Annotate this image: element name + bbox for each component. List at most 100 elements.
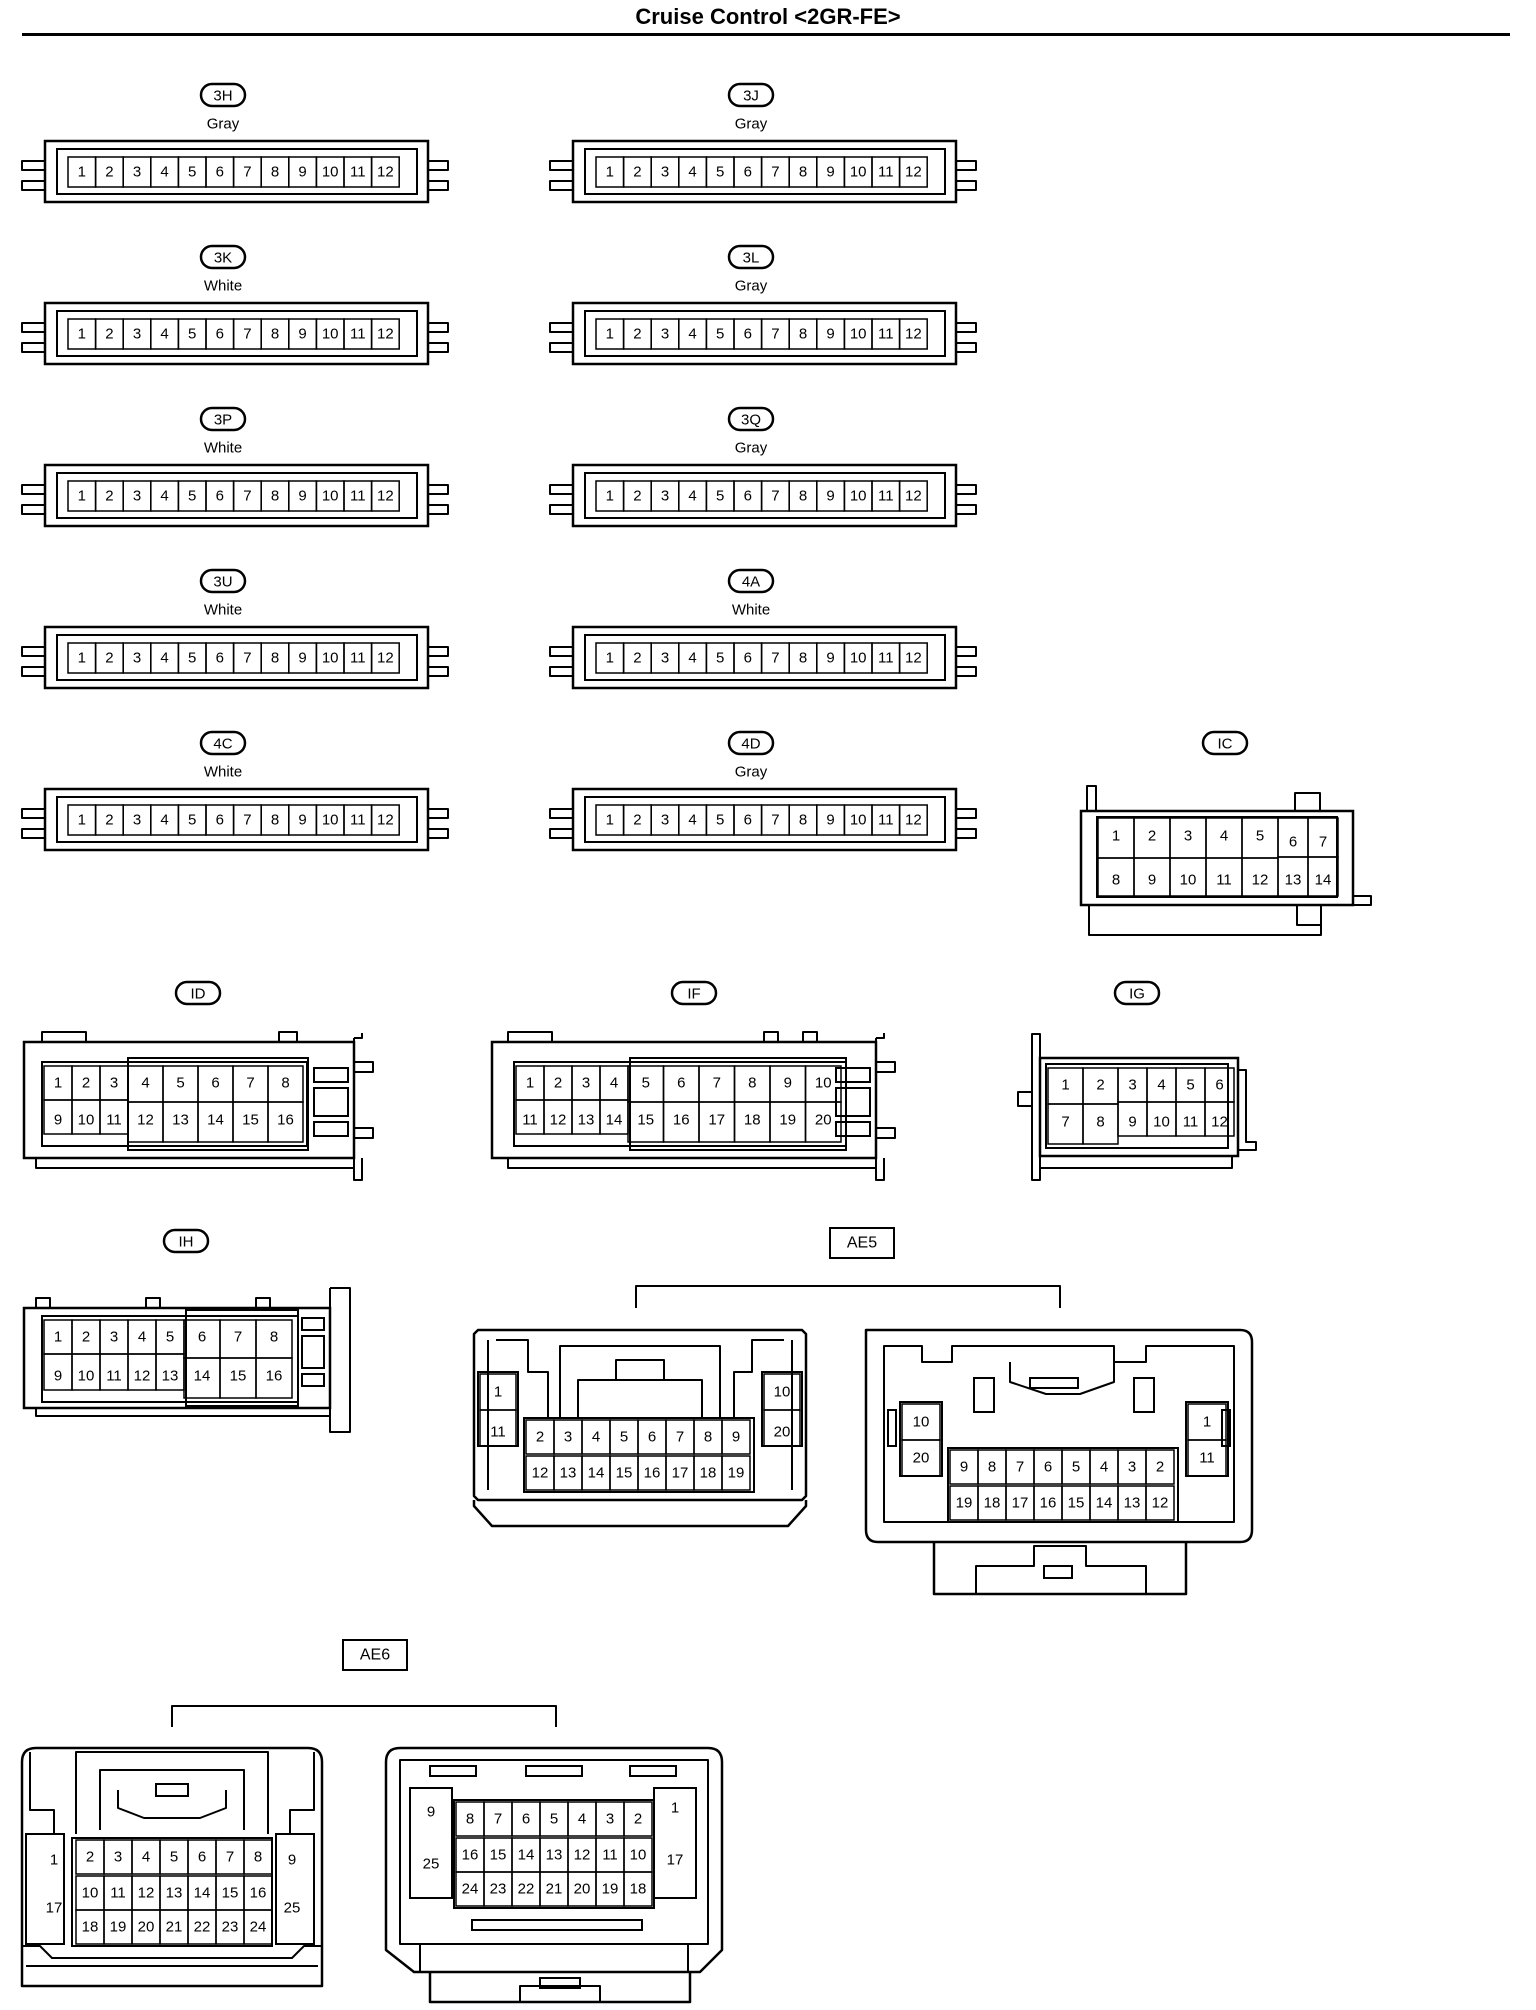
pin-number: 4 xyxy=(160,326,168,343)
pin-number: 14 xyxy=(194,1885,211,1902)
pin-number: 2 xyxy=(105,488,113,505)
outline xyxy=(956,160,977,171)
pin-number: 7 xyxy=(234,1329,242,1346)
pin-cell xyxy=(623,1801,653,1837)
connector-inner-block xyxy=(127,1057,309,1151)
pin-number: 3 xyxy=(133,812,141,829)
pin-number: 14 xyxy=(1096,1495,1113,1512)
pin-number: 2 xyxy=(82,1075,90,1092)
pin-number: 25 xyxy=(423,1856,440,1873)
pin-number: 2 xyxy=(105,326,113,343)
outline xyxy=(428,666,449,677)
connector-id: ID xyxy=(191,986,206,1003)
pin-number: 12 xyxy=(377,812,394,829)
outline xyxy=(353,1127,374,1181)
connector-cavity xyxy=(56,796,418,843)
pin-number: 1 xyxy=(494,1384,502,1401)
connector-id: 3U xyxy=(213,574,232,591)
pin-number: 18 xyxy=(744,1112,761,1129)
pin-number: 8 xyxy=(254,1849,262,1866)
outline xyxy=(21,828,45,839)
pin-number: 1 xyxy=(1061,1077,1069,1094)
pin-number: 6 xyxy=(744,326,752,343)
pin-number: 13 xyxy=(1285,872,1302,889)
outline xyxy=(428,828,449,839)
pin-number: 5 xyxy=(1186,1077,1194,1094)
outline xyxy=(1237,1058,1257,1151)
connector-housing xyxy=(43,787,430,852)
pin-number: 20 xyxy=(774,1424,791,1441)
pin-number: 9 xyxy=(298,164,306,181)
connector-id: 4C xyxy=(213,736,232,753)
connector-id: 4A xyxy=(742,574,760,591)
pin-cell xyxy=(898,318,928,350)
pin-number: 13 xyxy=(1124,1495,1141,1512)
pair-bracket xyxy=(635,1285,1061,1308)
pin-number: 6 xyxy=(216,812,224,829)
pin-number: 7 xyxy=(243,650,251,667)
pin-number: 15 xyxy=(242,1112,259,1129)
outline xyxy=(35,1297,51,1308)
outline xyxy=(21,160,45,171)
connector-id-badge xyxy=(1201,730,1249,756)
pin-number: 8 xyxy=(466,1811,474,1828)
pin-number: 2 xyxy=(82,1329,90,1346)
pin-number: 9 xyxy=(298,812,306,829)
pin-number: 6 xyxy=(211,1075,219,1092)
pin-number: 10 xyxy=(322,488,339,505)
outline xyxy=(428,180,449,191)
pin-number: 16 xyxy=(277,1112,294,1129)
pin-number: 12 xyxy=(377,164,394,181)
pin-number: 1 xyxy=(526,1075,534,1092)
pin-number: 3 xyxy=(133,326,141,343)
outline xyxy=(354,1033,363,1039)
pin-number: 11 xyxy=(1216,872,1232,889)
connector-color-label: White xyxy=(204,440,242,457)
pin-number: 6 xyxy=(744,650,752,667)
outline xyxy=(883,1345,1235,1523)
outline xyxy=(22,1945,322,1959)
pin-number: 24 xyxy=(462,1881,479,1898)
pin-number: 5 xyxy=(620,1429,628,1446)
connector-color-label: Gray xyxy=(735,116,768,133)
pin-cell xyxy=(898,480,928,512)
outline xyxy=(507,1031,553,1042)
connector-id: 3P xyxy=(214,412,232,429)
outline xyxy=(956,342,977,353)
pin-number: 14 xyxy=(194,1368,211,1385)
pin-number: 9 xyxy=(826,812,834,829)
pin-number: 12 xyxy=(1211,1114,1228,1131)
pin-number: 3 xyxy=(661,488,669,505)
outline xyxy=(21,808,45,819)
pin-number: 8 xyxy=(271,326,279,343)
connector-id: AE6 xyxy=(360,1647,390,1664)
pin-number: 3 xyxy=(1128,1459,1136,1476)
pin-cell xyxy=(804,1101,842,1143)
pin-number: 25 xyxy=(284,1900,301,1917)
pin-number: 11 xyxy=(350,650,366,667)
pin-number: 10 xyxy=(78,1112,95,1129)
pin-number: 12 xyxy=(377,650,394,667)
pin-cell xyxy=(721,1455,751,1491)
connector-housing xyxy=(571,301,958,366)
outline xyxy=(1029,1377,1079,1389)
pin-number: 8 xyxy=(799,326,807,343)
pin-number: 7 xyxy=(243,812,251,829)
outline xyxy=(956,646,977,657)
connector-housing xyxy=(43,301,430,366)
pin-number: 12 xyxy=(905,164,922,181)
pin-number: 14 xyxy=(588,1465,605,1482)
outline xyxy=(549,342,573,353)
pin-number: 8 xyxy=(799,812,807,829)
outline xyxy=(973,1377,995,1413)
pin-cell xyxy=(901,1439,941,1477)
pin-number: 11 xyxy=(878,326,894,343)
pin-number: 5 xyxy=(188,326,196,343)
pin-number: 12 xyxy=(905,812,922,829)
pin-number: 1 xyxy=(671,1800,679,1817)
connector-housing xyxy=(43,139,430,204)
outline xyxy=(1088,905,1322,936)
